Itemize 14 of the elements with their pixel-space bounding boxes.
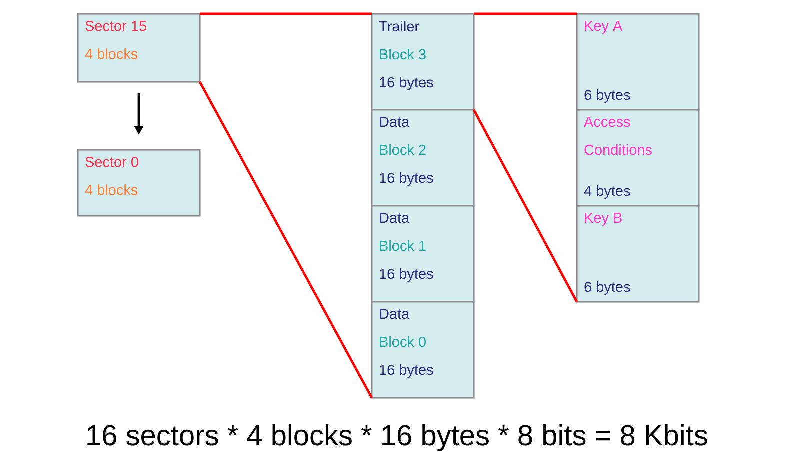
zoom-line: [472, 109, 578, 303]
memory-box: Key A 6 bytes: [576, 13, 700, 111]
memory-box: Trailer Block 3 16 bytes: [371, 13, 475, 111]
caption-text: 16 sectors * 4 blocks * 16 bytes * 8 bits = 8 Kbits: [88, 424, 708, 452]
memory-box: Sector 0 4 blocks: [77, 149, 201, 217]
zoom-line: [474, 12, 577, 16]
memory-box: Data Block 1 16 bytes: [371, 205, 475, 303]
zoom-line: [200, 12, 372, 16]
memory-box: Key B 6 bytes: [576, 205, 700, 303]
memory-box: Data Block 2 16 bytes: [371, 109, 475, 207]
memory-box: Sector 15 4 blocks: [77, 13, 201, 83]
memory-box: Data Block 0 16 bytes: [371, 301, 475, 399]
memory-box: Access Conditions 4 bytes: [576, 109, 700, 207]
zoom-line: [198, 81, 374, 399]
